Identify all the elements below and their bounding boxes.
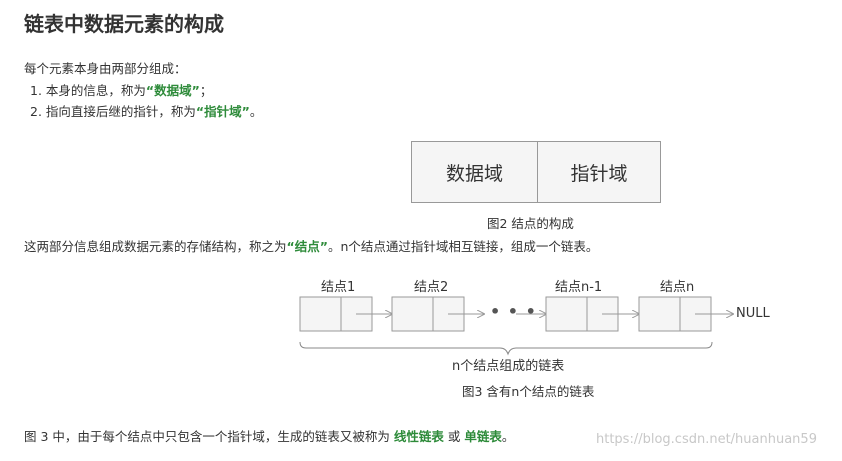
list-item: 2. 指向直接后继的指针，称为“指针域”。 xyxy=(30,101,262,120)
term-data-field: “数据域” xyxy=(145,83,200,98)
node-label-n: 结点n xyxy=(660,280,695,295)
list-item-suffix: 。 xyxy=(249,104,263,119)
paragraph-conjunction: 或 xyxy=(447,429,461,444)
term-linear-list: 线性链表 xyxy=(393,429,444,444)
fig3-caption: 图3 含有n个结点的链表 xyxy=(462,384,595,399)
fig2-caption: 图2 结点的构成 xyxy=(487,216,574,231)
fig2-pointer-field-label: 指针域 xyxy=(570,162,628,185)
term-node: “结点” xyxy=(286,239,328,254)
paragraph-node-definition: 这两部分信息组成数据元素的存储结构，称之为“结点”。n个结点通过指针域相互链接，… xyxy=(24,236,598,255)
paragraph-prefix: 这两部分信息组成数据元素的存储结构，称之为 xyxy=(24,239,287,254)
node-box-2 xyxy=(391,296,465,332)
paragraph-suffix: 。n个结点通过指针域相互链接，组成一个链表。 xyxy=(327,239,599,254)
brace-label: n个结点组成的链表 xyxy=(452,359,565,374)
paragraph-linear-list: 图 3 中，由于每个结点中只包含一个指针域，生成的链表又被称为 线性链表 或 单… xyxy=(24,426,514,445)
list-item: 1. 本身的信息，称为“数据域”； xyxy=(30,80,212,99)
list-item-prefix: 2. 指向直接后继的指针，称为 xyxy=(30,104,196,119)
fig2-pointer-field-box: 指针域 xyxy=(537,141,661,203)
node-label-n-minus-1: 结点n-1 xyxy=(555,280,603,295)
intro-text: 每个元素本身由两部分组成： xyxy=(24,61,187,76)
list-brace xyxy=(299,341,713,356)
list-item-suffix: ； xyxy=(199,83,213,98)
paragraph-prefix: 图 3 中，由于每个结点中只包含一个指针域，生成的链表又被称为 xyxy=(24,429,390,444)
fig2-data-field-box: 数据域 xyxy=(411,141,538,203)
term-pointer-field: “指针域” xyxy=(195,104,250,119)
node-label-2: 结点2 xyxy=(414,280,449,295)
ellipsis: • • • xyxy=(490,302,537,321)
term-singly-linked-list: 单链表 xyxy=(464,429,502,444)
watermark: https://blog.csdn.net/huanhuan59 xyxy=(596,432,817,447)
null-label: NULL xyxy=(736,306,770,321)
page-title: 链表中数据元素的构成 xyxy=(24,12,224,36)
fig2-data-field-label: 数据域 xyxy=(445,162,503,185)
list-item-prefix: 1. 本身的信息，称为 xyxy=(30,83,146,98)
paragraph-suffix: 。 xyxy=(501,429,515,444)
node-label-1: 结点1 xyxy=(321,280,356,295)
